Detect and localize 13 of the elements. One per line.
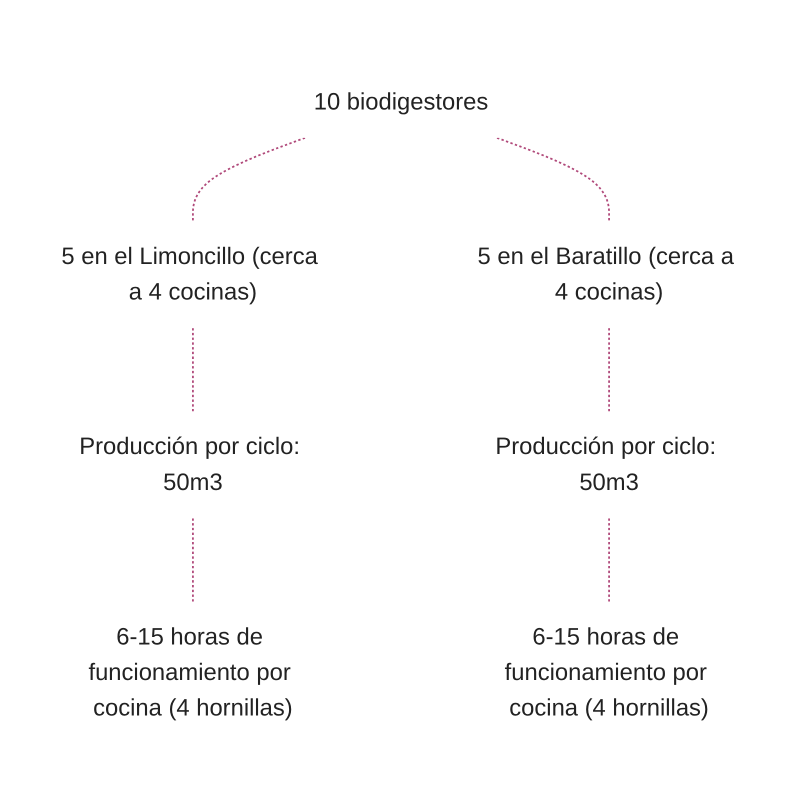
node-text: 6-15 horas de funcionamiento por cocina (4 hornillas) (504, 624, 709, 722)
connector (192, 136, 306, 221)
node-text: Producción por ciclo: 50m3 (495, 434, 716, 496)
node-text: Producción por ciclo: 50m3 (79, 434, 300, 496)
connector (192, 518, 194, 602)
connector (496, 136, 610, 221)
node-text: 10 biodigestores (314, 88, 488, 115)
connector (192, 328, 194, 411)
node-text: 5 en el Limoncillo (cerca a 4 cocinas) (61, 243, 318, 306)
connector (608, 328, 610, 411)
node-text: 6-15 horas de funcionamiento por cocina (4 hornillas) (88, 624, 293, 722)
connector (608, 518, 610, 602)
node-text: 5 en el Baratillo (cerca a 4 cocinas) (478, 243, 734, 306)
